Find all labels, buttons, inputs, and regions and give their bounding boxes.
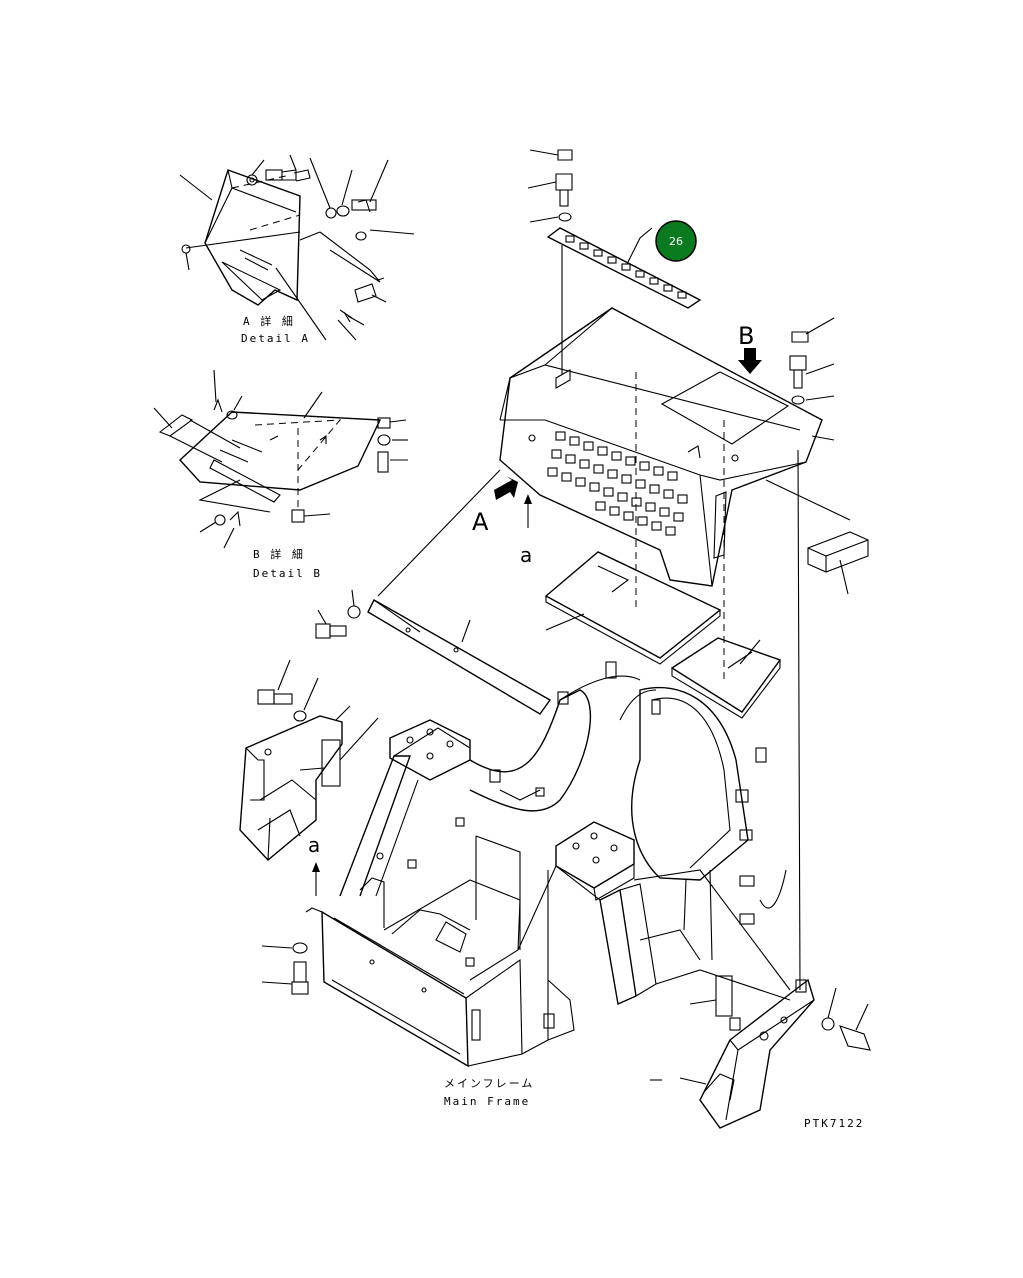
main-frame-title-en: Main Frame — [444, 1095, 530, 1108]
detail-b-title-jp: B 詳 細 — [253, 547, 305, 561]
callout-number: 26 — [669, 235, 683, 248]
side-rail — [315, 469, 552, 715]
view-b-arrow — [738, 348, 762, 374]
ref-a-bottom: a — [308, 833, 320, 857]
view-a-label: A — [472, 508, 489, 536]
main-frame — [261, 661, 871, 1129]
callout-badge-26[interactable]: 26 — [655, 220, 697, 262]
view-b-label: B — [738, 322, 754, 350]
detail-a-title-en: Detail A — [241, 332, 310, 345]
detail-b-drawing — [153, 369, 408, 549]
detail-a-title-jp: A 詳 細 — [243, 314, 295, 328]
view-a-arrow — [494, 476, 518, 500]
drawing-code: PTK7122 — [804, 1117, 864, 1130]
ref-a-top: a — [520, 543, 532, 567]
cover-vent-grid — [547, 431, 688, 536]
strip-holes — [565, 235, 687, 299]
left-bracket — [239, 659, 379, 861]
detail-a-drawing — [179, 154, 415, 341]
main-frame-title-jp: メインフレーム — [444, 1077, 534, 1090]
top-cover-assembly — [499, 149, 869, 991]
detail-b-title-en: Detail B — [253, 567, 322, 580]
